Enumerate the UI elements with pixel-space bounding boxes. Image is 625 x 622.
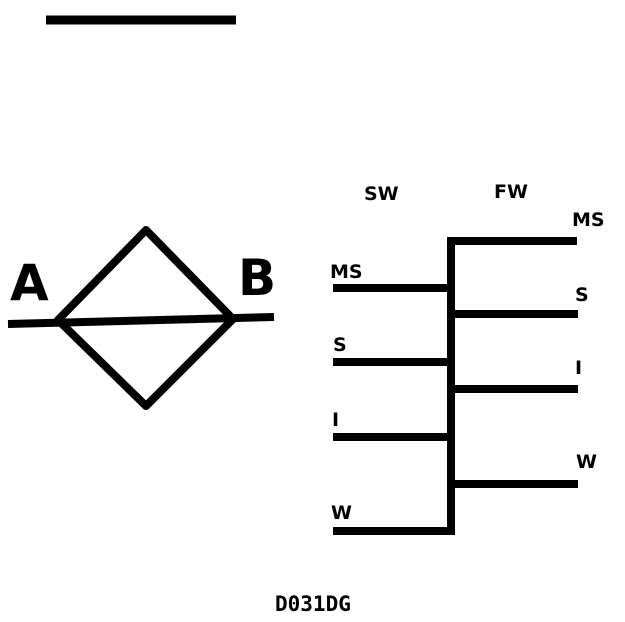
diamond-crossline: [7, 313, 275, 328]
sw-level-label: W: [331, 502, 352, 524]
level-ladder: SW FW MS S I W MS S I W: [330, 181, 605, 535]
sw-level-label: I: [332, 409, 339, 431]
fw-level-label: MS: [572, 209, 605, 231]
fw-level-label: W: [576, 451, 597, 473]
column-fw-label: FW: [494, 181, 528, 203]
column-sw-label: SW: [364, 183, 399, 205]
port-a-label: A: [10, 254, 49, 312]
figure-caption: D031DG: [275, 592, 351, 616]
sw-level-label: MS: [330, 261, 363, 283]
diamond-symbol: A B: [7, 226, 276, 410]
sw-level-label: S: [333, 334, 347, 356]
diamond-shape: [54, 226, 237, 410]
fw-level-label: S: [575, 284, 589, 306]
port-b-label: B: [238, 249, 276, 307]
fw-level-label: I: [575, 357, 582, 379]
